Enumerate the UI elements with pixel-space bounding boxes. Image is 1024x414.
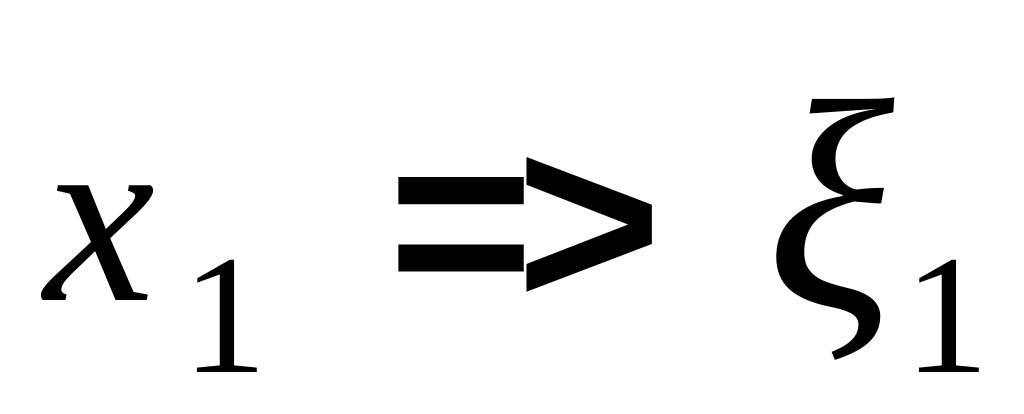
implies-operator: => — [388, 81, 662, 360]
lhs-variable: x — [44, 78, 155, 355]
rhs-variable: ξ — [766, 40, 895, 372]
rhs-subscript: 1 — [904, 221, 989, 409]
lhs-subscript: 1 — [182, 221, 267, 409]
